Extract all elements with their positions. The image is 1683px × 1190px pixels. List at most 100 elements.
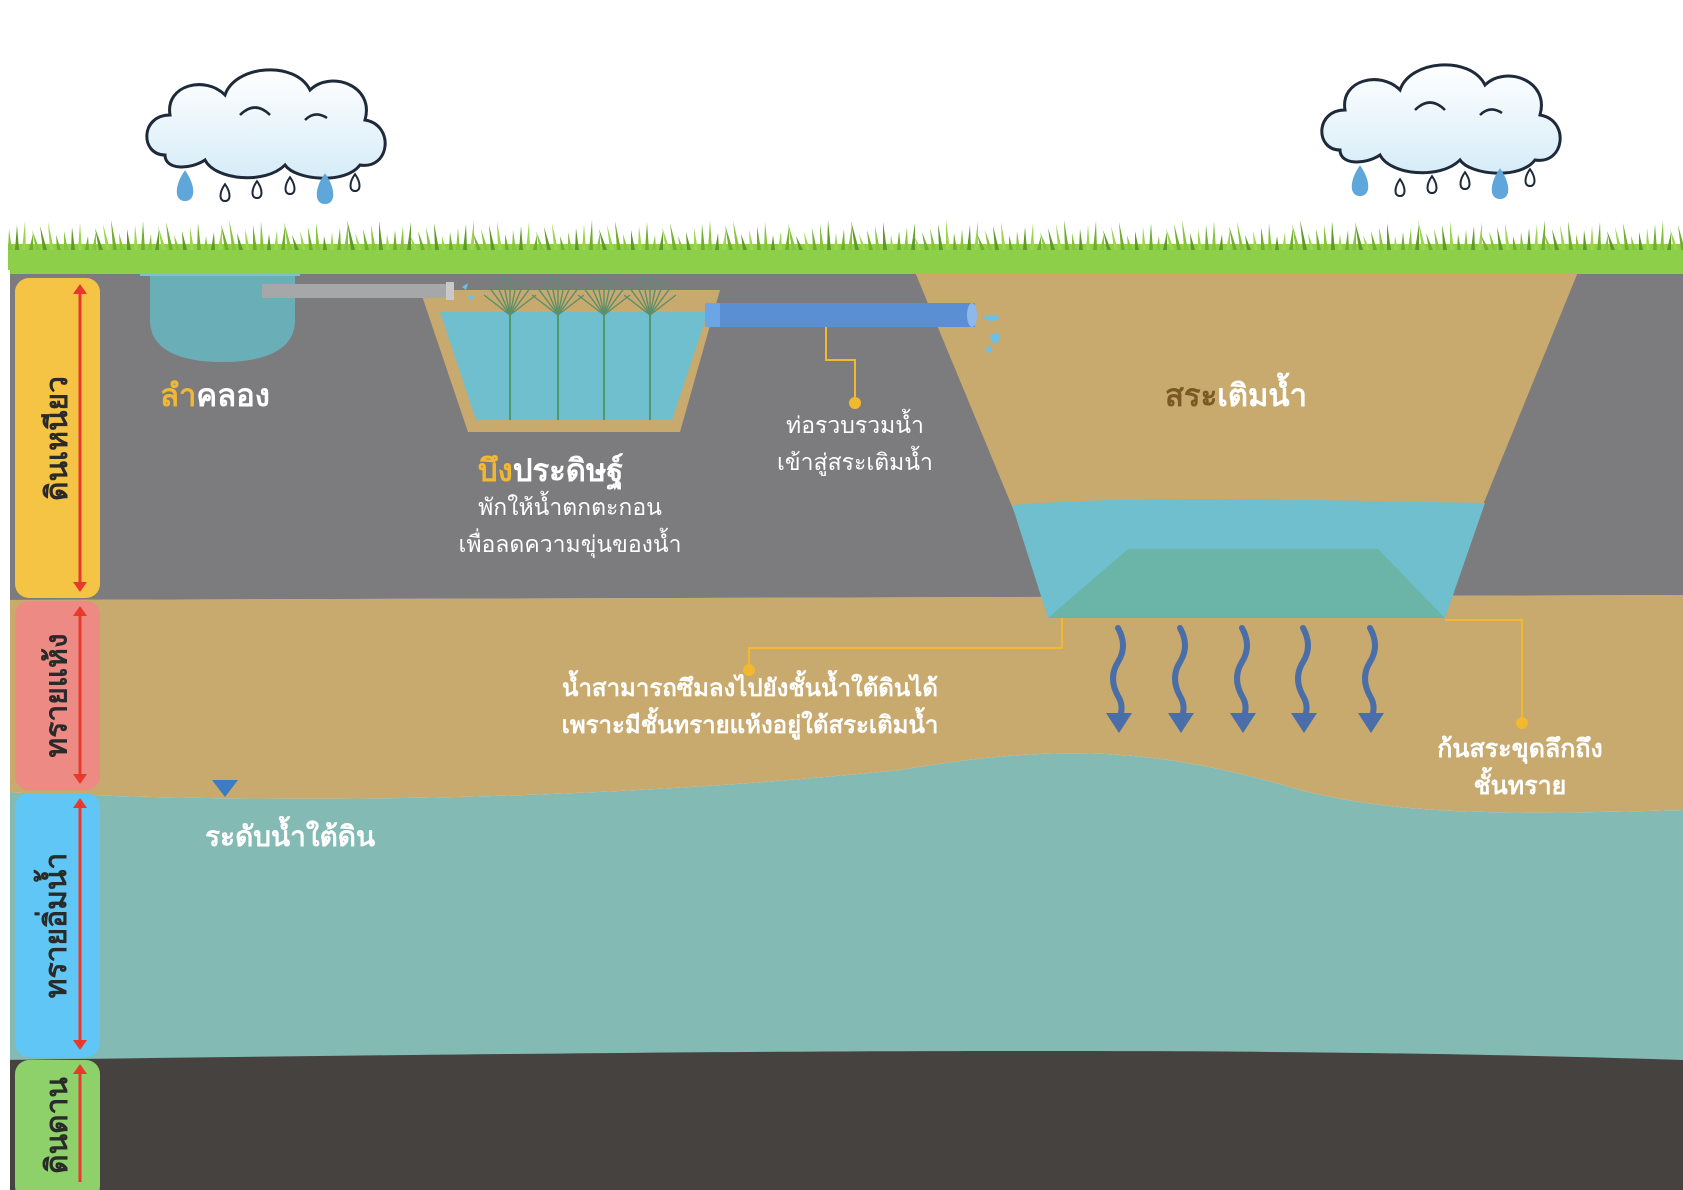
grass-blade: [426, 227, 432, 250]
grass-blade: [834, 233, 838, 250]
reed-leaf: [577, 294, 605, 316]
grass-blade: [1597, 222, 1601, 250]
grass-blade: [71, 227, 75, 250]
grass-blade: [400, 226, 404, 250]
pond-label: สระเติมน้ำ: [1165, 370, 1307, 420]
grass-blade: [1289, 228, 1293, 250]
rain-drop: [1459, 170, 1471, 191]
grass-blade: [95, 228, 103, 250]
grass-blade: [645, 222, 649, 250]
wetland-label-prefix: บึง: [478, 453, 513, 489]
grass-blade: [1300, 220, 1307, 250]
grass-blade: [197, 223, 201, 250]
grass-blade: [190, 227, 194, 250]
collection-pipe-end: [967, 303, 977, 327]
grass-blade: [960, 229, 964, 250]
grass-blade: [1670, 229, 1678, 250]
grass-blade: [463, 224, 467, 250]
water-table-label: ระดับน้ำใต้ดิน: [205, 815, 375, 859]
grass-blade: [596, 233, 600, 250]
grass-blade: [670, 223, 677, 250]
wetland-reeds: [483, 275, 677, 420]
pipe-leader-dot: [849, 397, 861, 409]
pipe-outflow-drops: [982, 315, 1000, 353]
grass-blade: [174, 235, 180, 250]
grass-blade: [686, 232, 691, 250]
layer-label-saturated-sand: ทรายอิ่มน้ำ: [39, 852, 75, 998]
grass-blade: [1079, 229, 1083, 250]
rain-drop: [1524, 167, 1536, 188]
reed-leaf: [557, 276, 567, 316]
grass-blade: [1253, 231, 1258, 250]
grass-blade: [1450, 221, 1454, 250]
grass-blade: [481, 229, 488, 250]
grass-blade: [764, 222, 768, 250]
grass-blade: [708, 220, 712, 250]
grass-blade: [544, 227, 551, 250]
canal-label-prefix: ลำ: [160, 378, 197, 414]
grass-blade: [1541, 220, 1545, 250]
grass-blade: [749, 230, 754, 250]
cloud-detail: [304, 113, 328, 121]
thickness-arrowhead: [73, 582, 87, 592]
pipe-splash: [462, 283, 475, 301]
grass-blade: [1497, 227, 1503, 250]
grass-blade: [1552, 229, 1559, 250]
grass-blade: [323, 236, 327, 250]
canal-outlet-pipe: [262, 284, 452, 298]
grass-blade: [1331, 221, 1335, 250]
grass-blade: [867, 230, 873, 250]
grass-blade: [245, 229, 250, 250]
grass-blade: [29, 234, 33, 250]
grass-blade: [1534, 224, 1538, 250]
grass-blade: [103, 224, 110, 250]
grass-blade: [274, 230, 278, 250]
grass-blade: [1156, 236, 1160, 250]
grass-blade: [1023, 227, 1027, 250]
grass-blade: [267, 234, 271, 250]
grass-blade: [1292, 224, 1300, 250]
grass-blade: [1226, 230, 1230, 250]
grass-blade: [1660, 220, 1664, 250]
grass-blade: [134, 225, 138, 250]
grass-blade: [678, 236, 684, 250]
rain-drop: [1394, 177, 1406, 198]
grass-blade: [1457, 234, 1461, 250]
grass-blade: [715, 233, 719, 250]
grass-blade: [155, 230, 159, 250]
grass-blade: [284, 222, 292, 250]
thickness-arrowhead: [73, 606, 87, 616]
reed-leaf: [557, 280, 574, 316]
grass-blade: [897, 231, 901, 250]
grass-blade: [848, 225, 852, 250]
grass-blade: [1590, 226, 1594, 250]
wetland-water: [440, 312, 708, 420]
grass-blade: [701, 224, 705, 250]
grass-blade: [379, 221, 383, 250]
grass-blade: [615, 221, 621, 250]
grass-blade: [1604, 235, 1608, 250]
grass-blade: [1426, 233, 1433, 250]
grass-blade: [582, 224, 586, 250]
grass-blade: [536, 231, 544, 250]
grass-blade: [218, 228, 222, 250]
grass-blade: [1086, 225, 1090, 250]
grass-blade: [1544, 233, 1552, 250]
grass-blade: [985, 230, 992, 250]
grass-blade: [78, 223, 82, 250]
wetland-description-line2: เพื่อลดความขุ่นของน้ำ: [458, 532, 682, 558]
grass-blade: [1576, 234, 1580, 250]
grass-blade: [1142, 227, 1146, 250]
infiltration-arrow: [1110, 625, 1126, 719]
reed-leaf: [501, 276, 511, 316]
grass-blade: [1135, 231, 1139, 250]
grass-blade: [1275, 236, 1279, 250]
reed-leaf: [603, 276, 613, 316]
grass-blade: [533, 235, 537, 250]
grass-blade: [911, 223, 915, 250]
grass-blade: [560, 236, 565, 250]
grass-blade: [1394, 236, 1398, 250]
grass-blade: [1182, 220, 1188, 250]
grass-blade: [1072, 233, 1076, 250]
grass-blade: [1631, 236, 1636, 250]
